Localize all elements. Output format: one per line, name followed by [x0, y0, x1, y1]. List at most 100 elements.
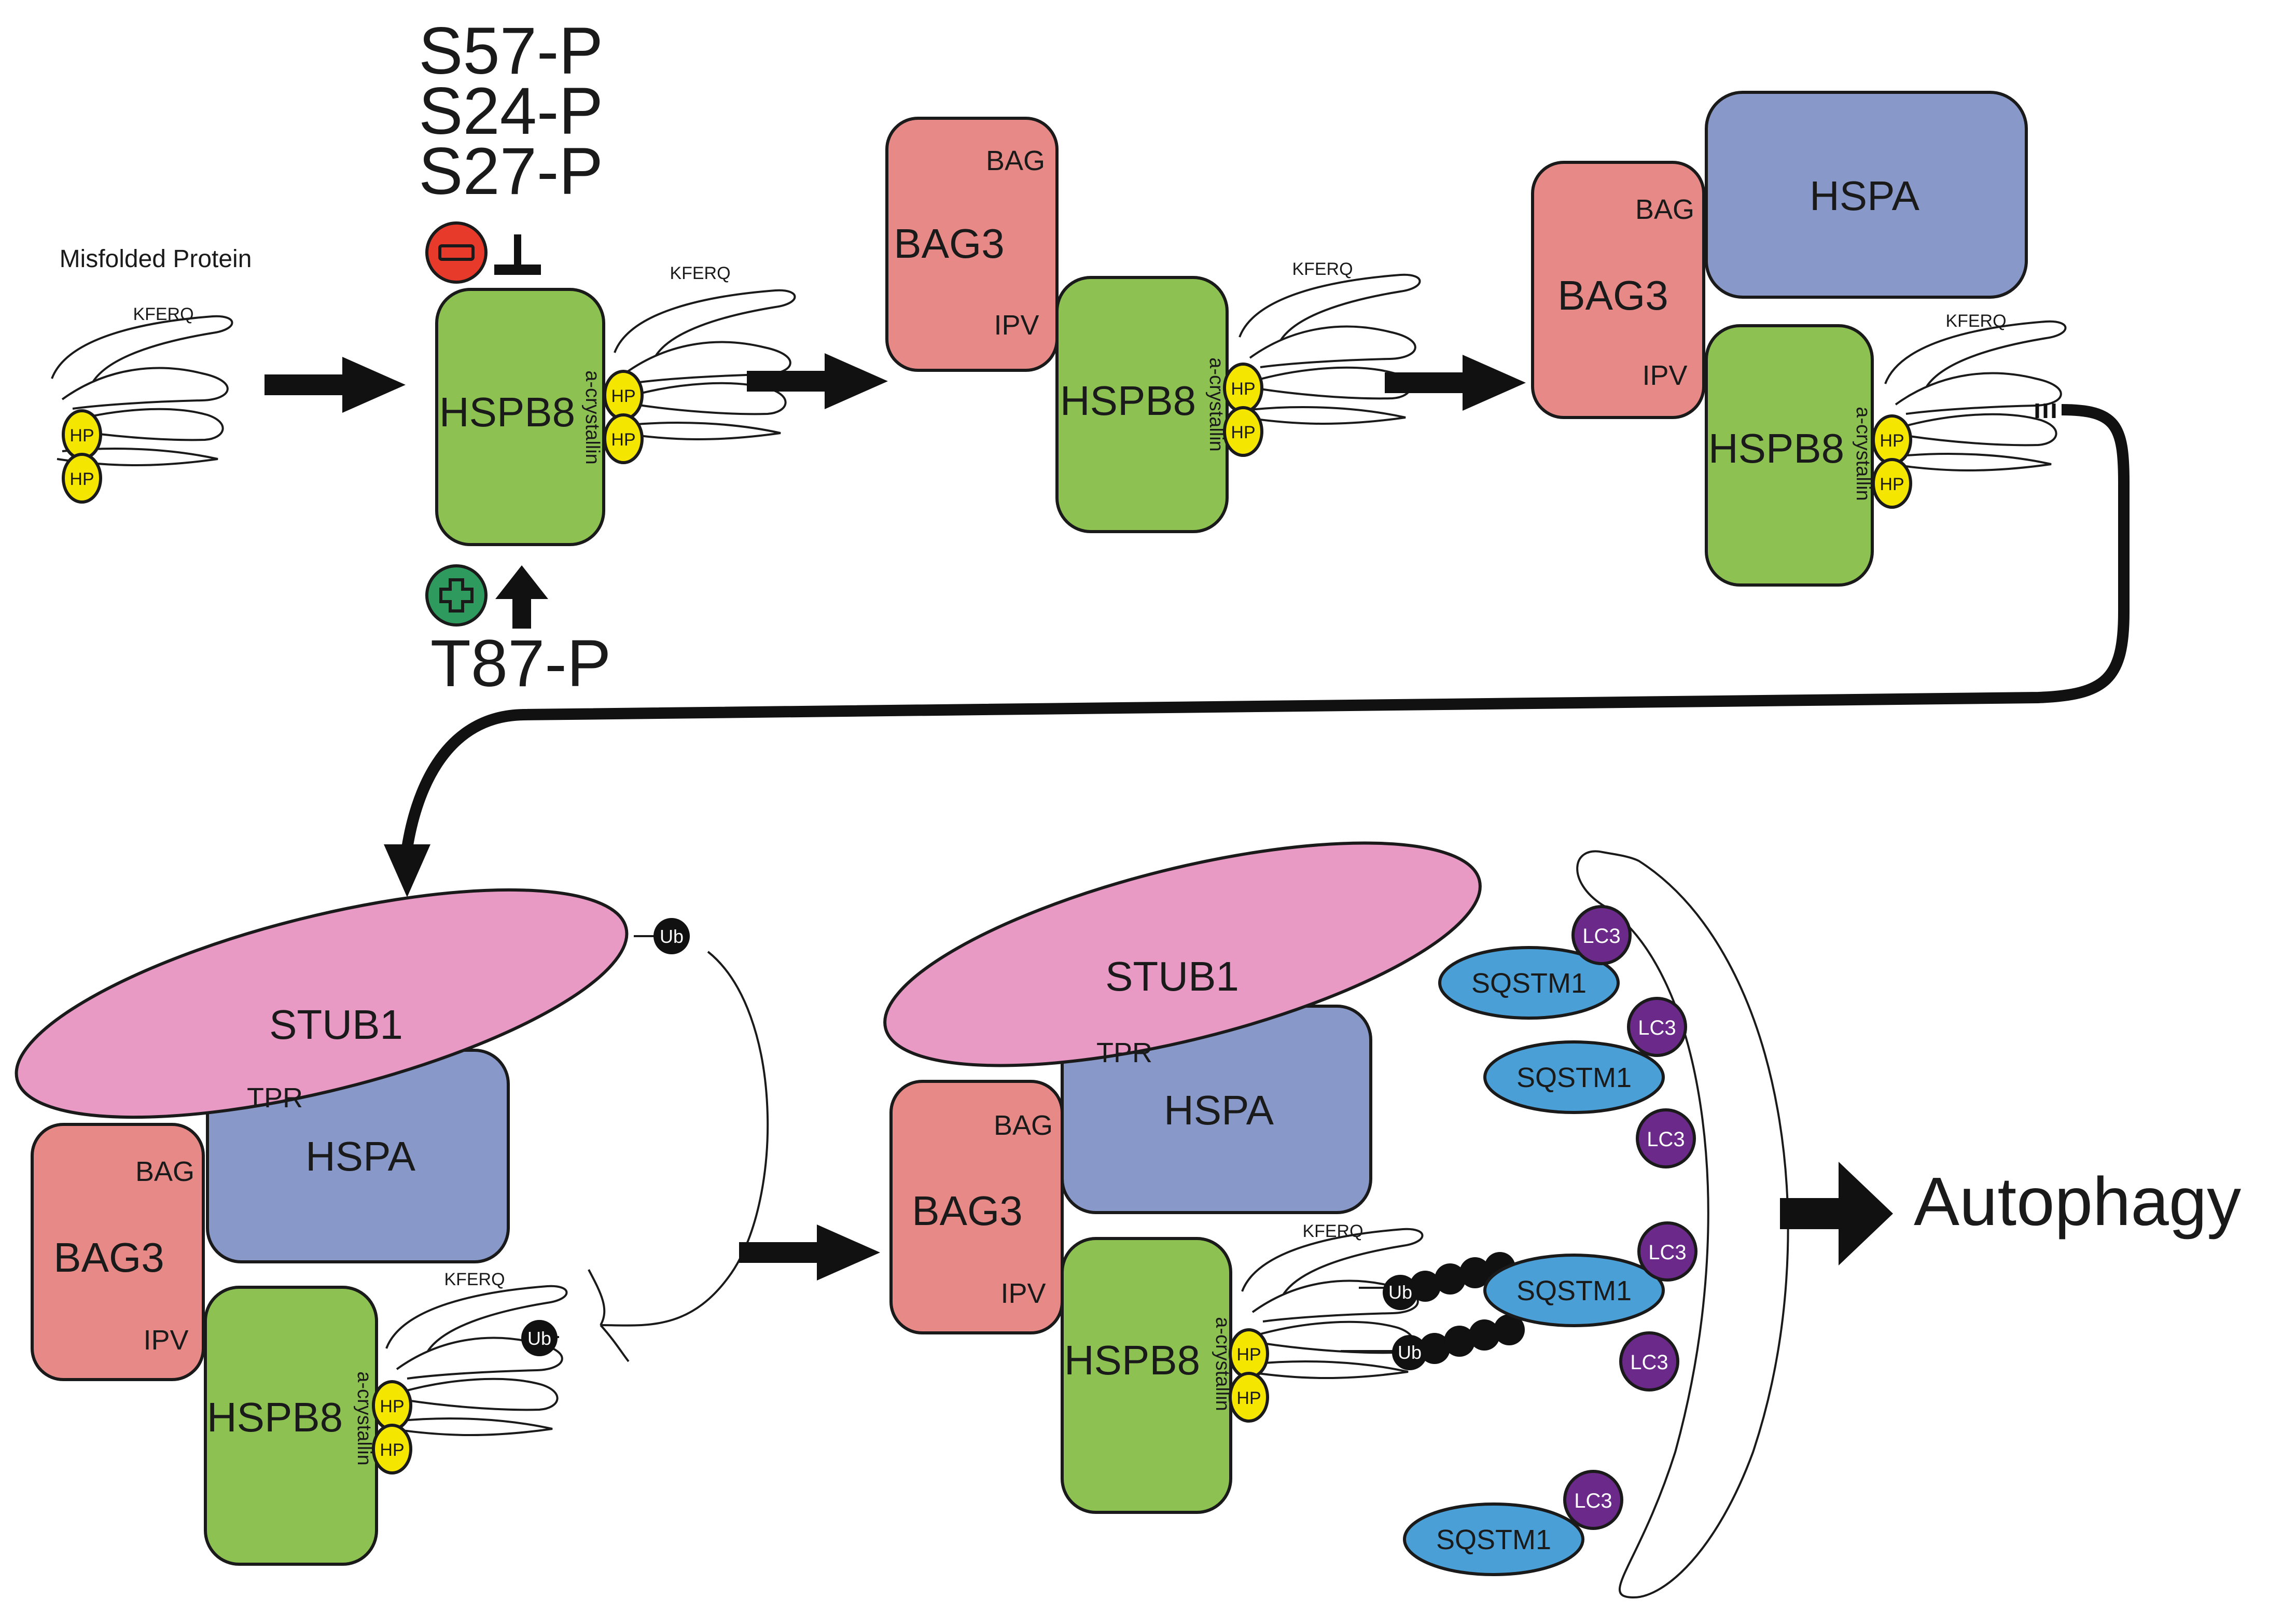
- phagophore-membrane: [1576, 850, 1789, 1599]
- sqstm1-label: SQSTM1: [1516, 1275, 1632, 1306]
- ipv-domain-label: IPV: [143, 1325, 188, 1356]
- hspb8-label: HSPB8: [207, 1394, 343, 1440]
- stub1-protein: [883, 841, 1482, 1067]
- bag-domain-label: BAG: [994, 1110, 1053, 1141]
- bag3-label: BAG3: [912, 1188, 1022, 1234]
- ub-label: Ub: [527, 1328, 551, 1349]
- bound-substrate: [614, 289, 796, 441]
- lc3-protein: LC3: [1563, 1470, 1623, 1530]
- sqstm1-protein: [1403, 1502, 1584, 1576]
- hspb8-protein: [1061, 1237, 1232, 1514]
- bound-substrate: [385, 1285, 568, 1437]
- bound-substrate: [1884, 320, 2067, 472]
- panel-misfolded-protein: Misfolded Protein KFERQ: [51, 245, 252, 502]
- lc3-label: LC3: [1647, 1128, 1685, 1151]
- autophagy-label: Autophagy: [1914, 1163, 2241, 1240]
- tpr-domain-label: TPR: [247, 1082, 303, 1114]
- hspa-label: HSPA: [305, 1133, 416, 1179]
- ub-tag: Ub: [653, 918, 690, 954]
- phosphosite-s57: S57-P: [419, 14, 603, 88]
- hspa-label: HSPA: [1810, 173, 1920, 219]
- bag3-protein: [885, 117, 1059, 372]
- stub1-protein: [15, 888, 629, 1119]
- bag-domain-label: BAG: [1635, 194, 1694, 225]
- inhibition-t-bar-icon: [494, 234, 541, 275]
- bag3-label: BAG3: [894, 220, 1004, 267]
- lc3-protein: LC3: [1619, 1331, 1679, 1392]
- panel-autophagosome-recruitment: HSPA BAG BAG3 IPV STUB1 TPR HSPB8 a-crys…: [883, 841, 1789, 1599]
- bag3-protein: [1531, 161, 1705, 419]
- plus-icon: [425, 564, 488, 627]
- sqstm1-protein: [1483, 1254, 1665, 1327]
- right-arrow-icon: [1780, 1162, 1893, 1265]
- sqstm1-protein: [1483, 1040, 1665, 1114]
- bag3-protein: [889, 1080, 1064, 1334]
- hspb8-label: HSPB8: [439, 389, 575, 435]
- ub-tag: Ub: [521, 1320, 558, 1356]
- right-arrow-icon: [747, 353, 888, 409]
- curved-arrow-icon: [384, 404, 2130, 897]
- panel-stub1-ubiquitination: HSPA BAG BAG3 IPV STUB1 TPR HSPB8 a-crys…: [15, 888, 769, 1566]
- panel-hspb8-regulation: S57-P S24-P S27-P HSPB8 a-crystallin KFE…: [419, 14, 796, 701]
- hspb8-protein: [435, 288, 605, 546]
- hspa-label: HSPA: [1164, 1087, 1274, 1133]
- sqstm1-label: SQSTM1: [1436, 1524, 1551, 1555]
- stub1-label: STUB1: [1105, 953, 1239, 999]
- hspb8-protein: [204, 1286, 378, 1566]
- right-arrow-icon: [265, 357, 406, 413]
- hp-pair: [373, 1382, 411, 1473]
- ub-label: Ub: [1398, 1342, 1422, 1363]
- kferq-label: KFERQ: [1292, 259, 1353, 279]
- stub1-label: STUB1: [269, 1001, 403, 1048]
- hp-pair: [1230, 1330, 1268, 1421]
- bag3-label: BAG3: [1557, 272, 1668, 318]
- bound-substrate: [1239, 273, 1421, 425]
- lc3-label: LC3: [1638, 1017, 1676, 1039]
- kferq-label: KFERQ: [1302, 1221, 1363, 1241]
- polyubiquitin-chain: [1419, 1314, 1525, 1364]
- right-arrow-icon: [739, 1225, 880, 1281]
- kferq-label: KFERQ: [670, 263, 730, 283]
- ub-label: Ub: [1388, 1282, 1412, 1303]
- lc3-protein: LC3: [1627, 997, 1687, 1057]
- hp-pair: [605, 371, 642, 463]
- kferq-label: KFERQ: [444, 1270, 505, 1289]
- hp-pair: [1873, 416, 1911, 507]
- a-crystallin-label: a-crystallin: [581, 370, 603, 465]
- sqstm1-protein: [1438, 946, 1620, 1020]
- phosphosite-s24: S24-P: [419, 74, 603, 148]
- hspb8-protein: [1055, 276, 1229, 533]
- lc3-protein: LC3: [1571, 905, 1632, 965]
- hspb8-label: HSPB8: [1708, 425, 1844, 471]
- misfolded-protein-label: Misfolded Protein: [60, 245, 252, 273]
- up-arrow-icon: [495, 565, 548, 629]
- bag-domain-label: BAG: [135, 1156, 194, 1187]
- sqstm1-label: SQSTM1: [1471, 968, 1587, 999]
- phosphosite-s27: S27-P: [419, 134, 603, 208]
- ub-tag: Ub: [1383, 1275, 1418, 1310]
- ipv-domain-label: IPV: [1000, 1278, 1046, 1309]
- ipv-domain-label: IPV: [1642, 360, 1687, 391]
- lc3-label: LC3: [1648, 1241, 1686, 1264]
- hspa-protein: [1705, 91, 2028, 299]
- lc3-protein: LC3: [1636, 1108, 1696, 1168]
- minus-icon: [425, 221, 488, 284]
- bag-domain-label: BAG: [986, 145, 1045, 176]
- phosphosite-t87: T87-P: [430, 627, 611, 701]
- lc3-label: LC3: [1574, 1490, 1612, 1512]
- hspb8-protein: [1705, 324, 1874, 587]
- hp-pair: [63, 411, 101, 502]
- ub-label: Ub: [660, 926, 684, 947]
- a-crystallin-label: a-crystallin: [1852, 407, 1874, 501]
- hspb8-label: HSPB8: [1060, 378, 1196, 424]
- hspb8-label: HSPB8: [1064, 1337, 1200, 1383]
- sqstm1-label: SQSTM1: [1516, 1062, 1632, 1093]
- kferq-label: KFERQ: [133, 304, 193, 324]
- right-arrow-icon: [1385, 355, 1526, 411]
- ipv-domain-label: IPV: [994, 310, 1039, 341]
- lc3-label: LC3: [1582, 925, 1620, 948]
- kferq-label: KFERQ: [1945, 311, 2006, 331]
- panel-bag3-hspb8: BAG BAG3 IPV HSPB8 a-crystallin KFERQ: [885, 117, 1421, 533]
- bag3-protein: [31, 1123, 205, 1381]
